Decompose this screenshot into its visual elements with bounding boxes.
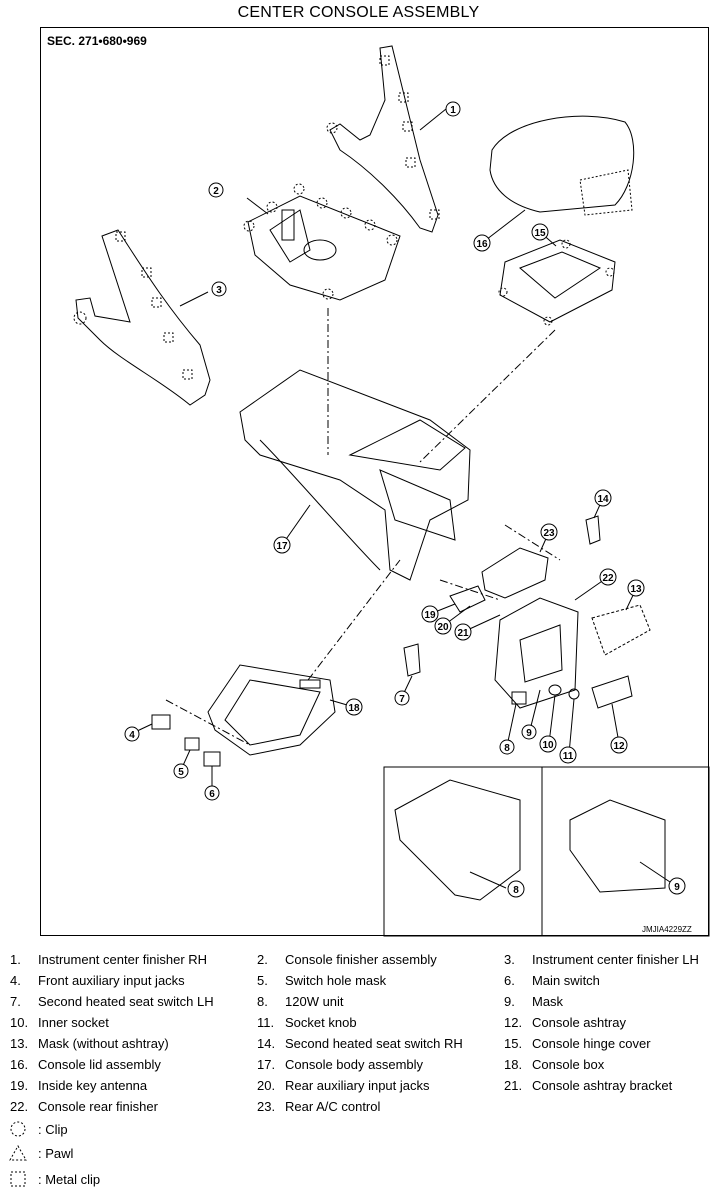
callout-23: 23 <box>540 523 558 541</box>
svg-text:11: 11 <box>563 751 574 762</box>
callout-4: 4 <box>124 726 140 742</box>
mask-13-shape <box>591 604 651 656</box>
svg-text:18: 18 <box>348 703 360 714</box>
svg-text:16: 16 <box>476 239 488 250</box>
diagram-title: CENTER CONSOLE ASSEMBLY <box>237 4 480 21</box>
callout-20: 20 <box>434 617 452 635</box>
front-jacks-shape <box>151 714 171 730</box>
callout-5: 5 <box>173 763 189 779</box>
svg-text:4: 4 <box>129 730 135 741</box>
svg-text:8: 8 <box>513 885 519 896</box>
svg-text:10: 10 <box>542 740 554 751</box>
svg-text:12: 12 <box>613 741 625 752</box>
console-body-shape <box>239 369 471 581</box>
svg-text:23: 23 <box>543 528 555 539</box>
finisher-rh-shape <box>329 45 439 233</box>
finisher-lh-shape <box>75 229 211 406</box>
callout-18: 18 <box>345 698 363 716</box>
callout-2: 2 <box>208 182 224 198</box>
svg-text:20: 20 <box>437 622 449 633</box>
unit-120w-shape <box>511 691 527 705</box>
pawl-icon <box>9 1144 27 1161</box>
svg-text:1: 1 <box>450 105 456 116</box>
rear-ac-control-shape <box>481 547 549 599</box>
inner-socket-shape <box>548 684 562 696</box>
switch-lh-shape <box>403 643 421 677</box>
switch-hole-mask-shape <box>184 737 200 751</box>
svg-text:14: 14 <box>597 494 609 505</box>
callout-17: 17 <box>273 536 291 554</box>
detail-mask <box>569 799 666 893</box>
switch-rh-shape <box>585 515 601 545</box>
console-lid-shape <box>489 115 635 213</box>
svg-text:22: 22 <box>602 573 614 584</box>
svg-text:17: 17 <box>276 541 288 552</box>
callout-13: 13 <box>627 579 645 597</box>
callout-10: 10 <box>539 735 557 753</box>
callout-6: 6 <box>204 785 220 801</box>
callout-detail-8: 8 <box>507 880 525 898</box>
svg-text:15: 15 <box>534 228 546 239</box>
svg-text:19: 19 <box>424 610 436 621</box>
callout-8: 8 <box>499 739 515 755</box>
clip-icon <box>10 1121 26 1137</box>
svg-text:9: 9 <box>526 728 532 739</box>
console-finisher-shape <box>247 195 401 301</box>
console-box-shape <box>207 664 336 756</box>
svg-text:6: 6 <box>209 789 215 800</box>
callout-21: 21 <box>454 623 472 641</box>
rear-jacks-shape <box>449 585 486 613</box>
svg-text:9: 9 <box>674 882 680 893</box>
callout-16: 16 <box>473 234 491 252</box>
diagram-frame <box>40 27 709 936</box>
callout-22: 22 <box>599 568 617 586</box>
callout-3: 3 <box>211 281 227 297</box>
metal-clip-icon <box>10 1171 26 1187</box>
svg-text:2: 2 <box>213 186 219 197</box>
svg-text:13: 13 <box>630 584 642 595</box>
callout-19: 19 <box>421 605 439 623</box>
svg-text:7: 7 <box>399 694 405 705</box>
callout-1: 1 <box>445 101 461 117</box>
rear-finisher-shape <box>494 597 579 709</box>
callout-detail-9: 9 <box>668 877 686 895</box>
svg-text:3: 3 <box>216 285 222 296</box>
hinge-cover-shape <box>499 239 616 323</box>
ashtray-shape <box>591 675 633 709</box>
section-label: SEC. 271•680•969 <box>47 34 147 48</box>
callout-9: 9 <box>521 724 537 740</box>
callout-12: 12 <box>610 736 628 754</box>
callout-15: 15 <box>531 223 549 241</box>
callout-14: 14 <box>594 489 612 507</box>
callout-11: 11 <box>559 746 577 764</box>
main-switch-shape <box>203 751 221 767</box>
detail-inset <box>383 766 710 937</box>
svg-text:21: 21 <box>457 628 469 639</box>
callout-7: 7 <box>394 690 410 706</box>
detail-120w-unit <box>394 779 521 901</box>
svg-text:8: 8 <box>504 743 510 754</box>
reference-code: JMJIA4229ZZ <box>642 925 692 934</box>
svg-text:5: 5 <box>178 767 184 778</box>
